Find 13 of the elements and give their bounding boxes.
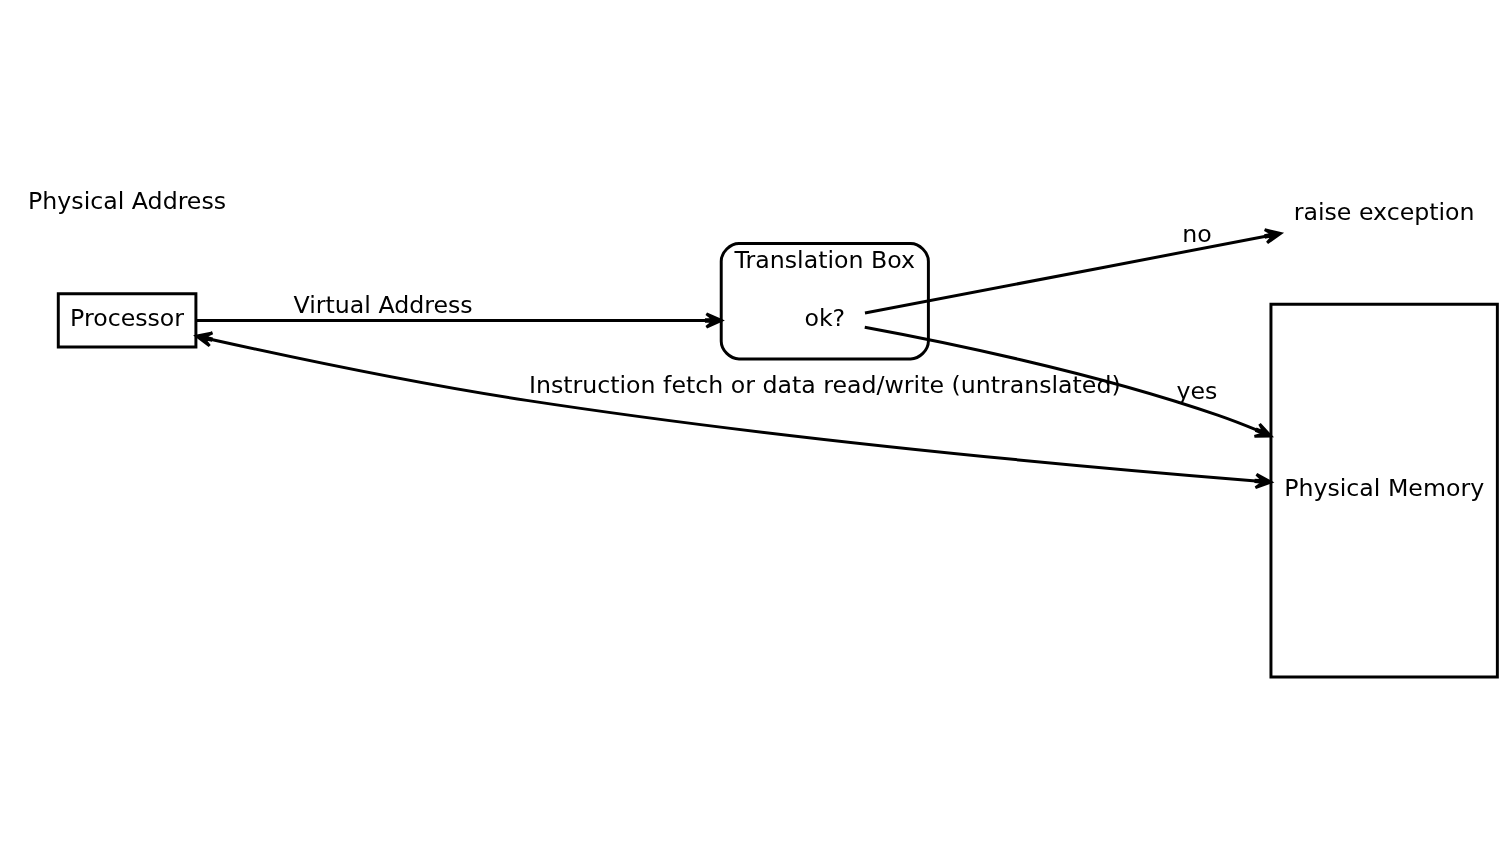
node-text: ok? [804, 304, 846, 333]
node-box: Processor [56, 292, 198, 349]
edge-label: Instruction fetch or data read/write (untranslated) [528, 370, 1121, 399]
label: Physical Address [28, 187, 227, 216]
node-text: raise exception [1293, 197, 1475, 226]
edge-label: yes [1176, 376, 1218, 405]
arrow [195, 331, 1273, 490]
arrow [864, 325, 1273, 438]
arrow [196, 312, 723, 329]
edge-label: no [1182, 219, 1212, 248]
node-box: Physical Memory [1269, 302, 1499, 679]
edge-label: Virtual Address [293, 290, 473, 319]
arrow [864, 228, 1282, 315]
